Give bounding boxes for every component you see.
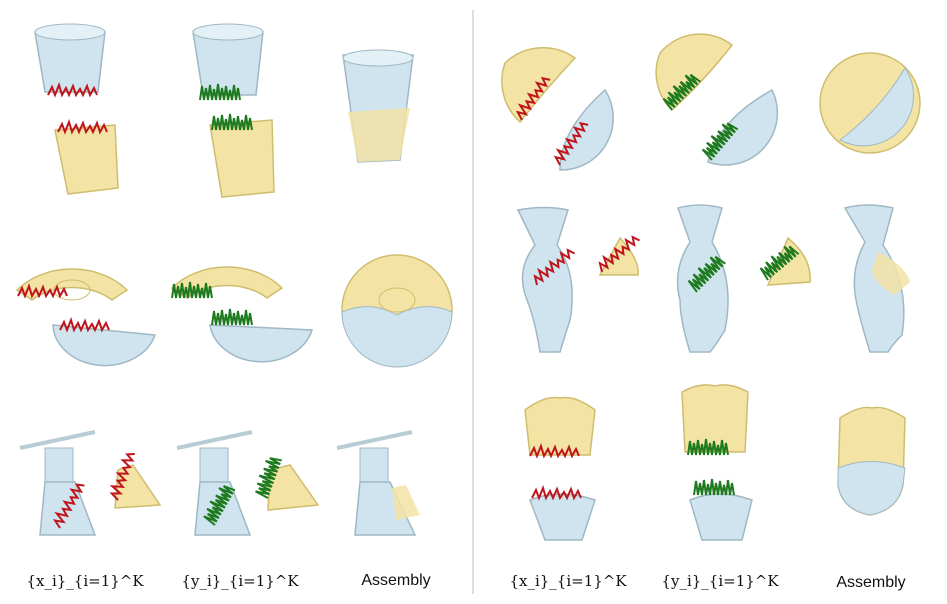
label-x-set-left: {x_i}_{i=1}^K xyxy=(26,572,144,590)
label-y-set-right: {y_i}_{i=1}^K xyxy=(661,572,779,590)
label-y-set-left: {y_i}_{i=1}^K xyxy=(181,572,299,590)
amphora-assembly xyxy=(837,406,906,516)
plate-fragments-x xyxy=(501,47,614,171)
cup-fragments-y xyxy=(192,23,275,198)
bowl-assembly xyxy=(341,254,453,368)
vase-assembly xyxy=(843,204,910,353)
plate-assembly xyxy=(819,52,921,154)
label-assembly-left: Assembly xyxy=(361,572,431,589)
cup-fragments-x xyxy=(34,23,119,195)
amphora-fragments-x xyxy=(524,396,596,541)
machine-fragments-y xyxy=(176,430,320,536)
plate-fragments-y xyxy=(655,33,779,166)
bowl-fragments-y xyxy=(170,266,314,363)
vase-fragments-x xyxy=(516,206,641,353)
machine-assembly xyxy=(336,430,420,536)
amphora-fragments-y xyxy=(681,384,753,541)
bowl-fragments-x xyxy=(15,268,157,367)
cup-assembly xyxy=(342,49,414,163)
vase-fragments-y xyxy=(676,204,811,353)
label-assembly-right: Assembly xyxy=(836,574,906,591)
label-x-set-right: {x_i}_{i=1}^K xyxy=(509,572,627,590)
machine-fragments-x xyxy=(19,430,162,536)
